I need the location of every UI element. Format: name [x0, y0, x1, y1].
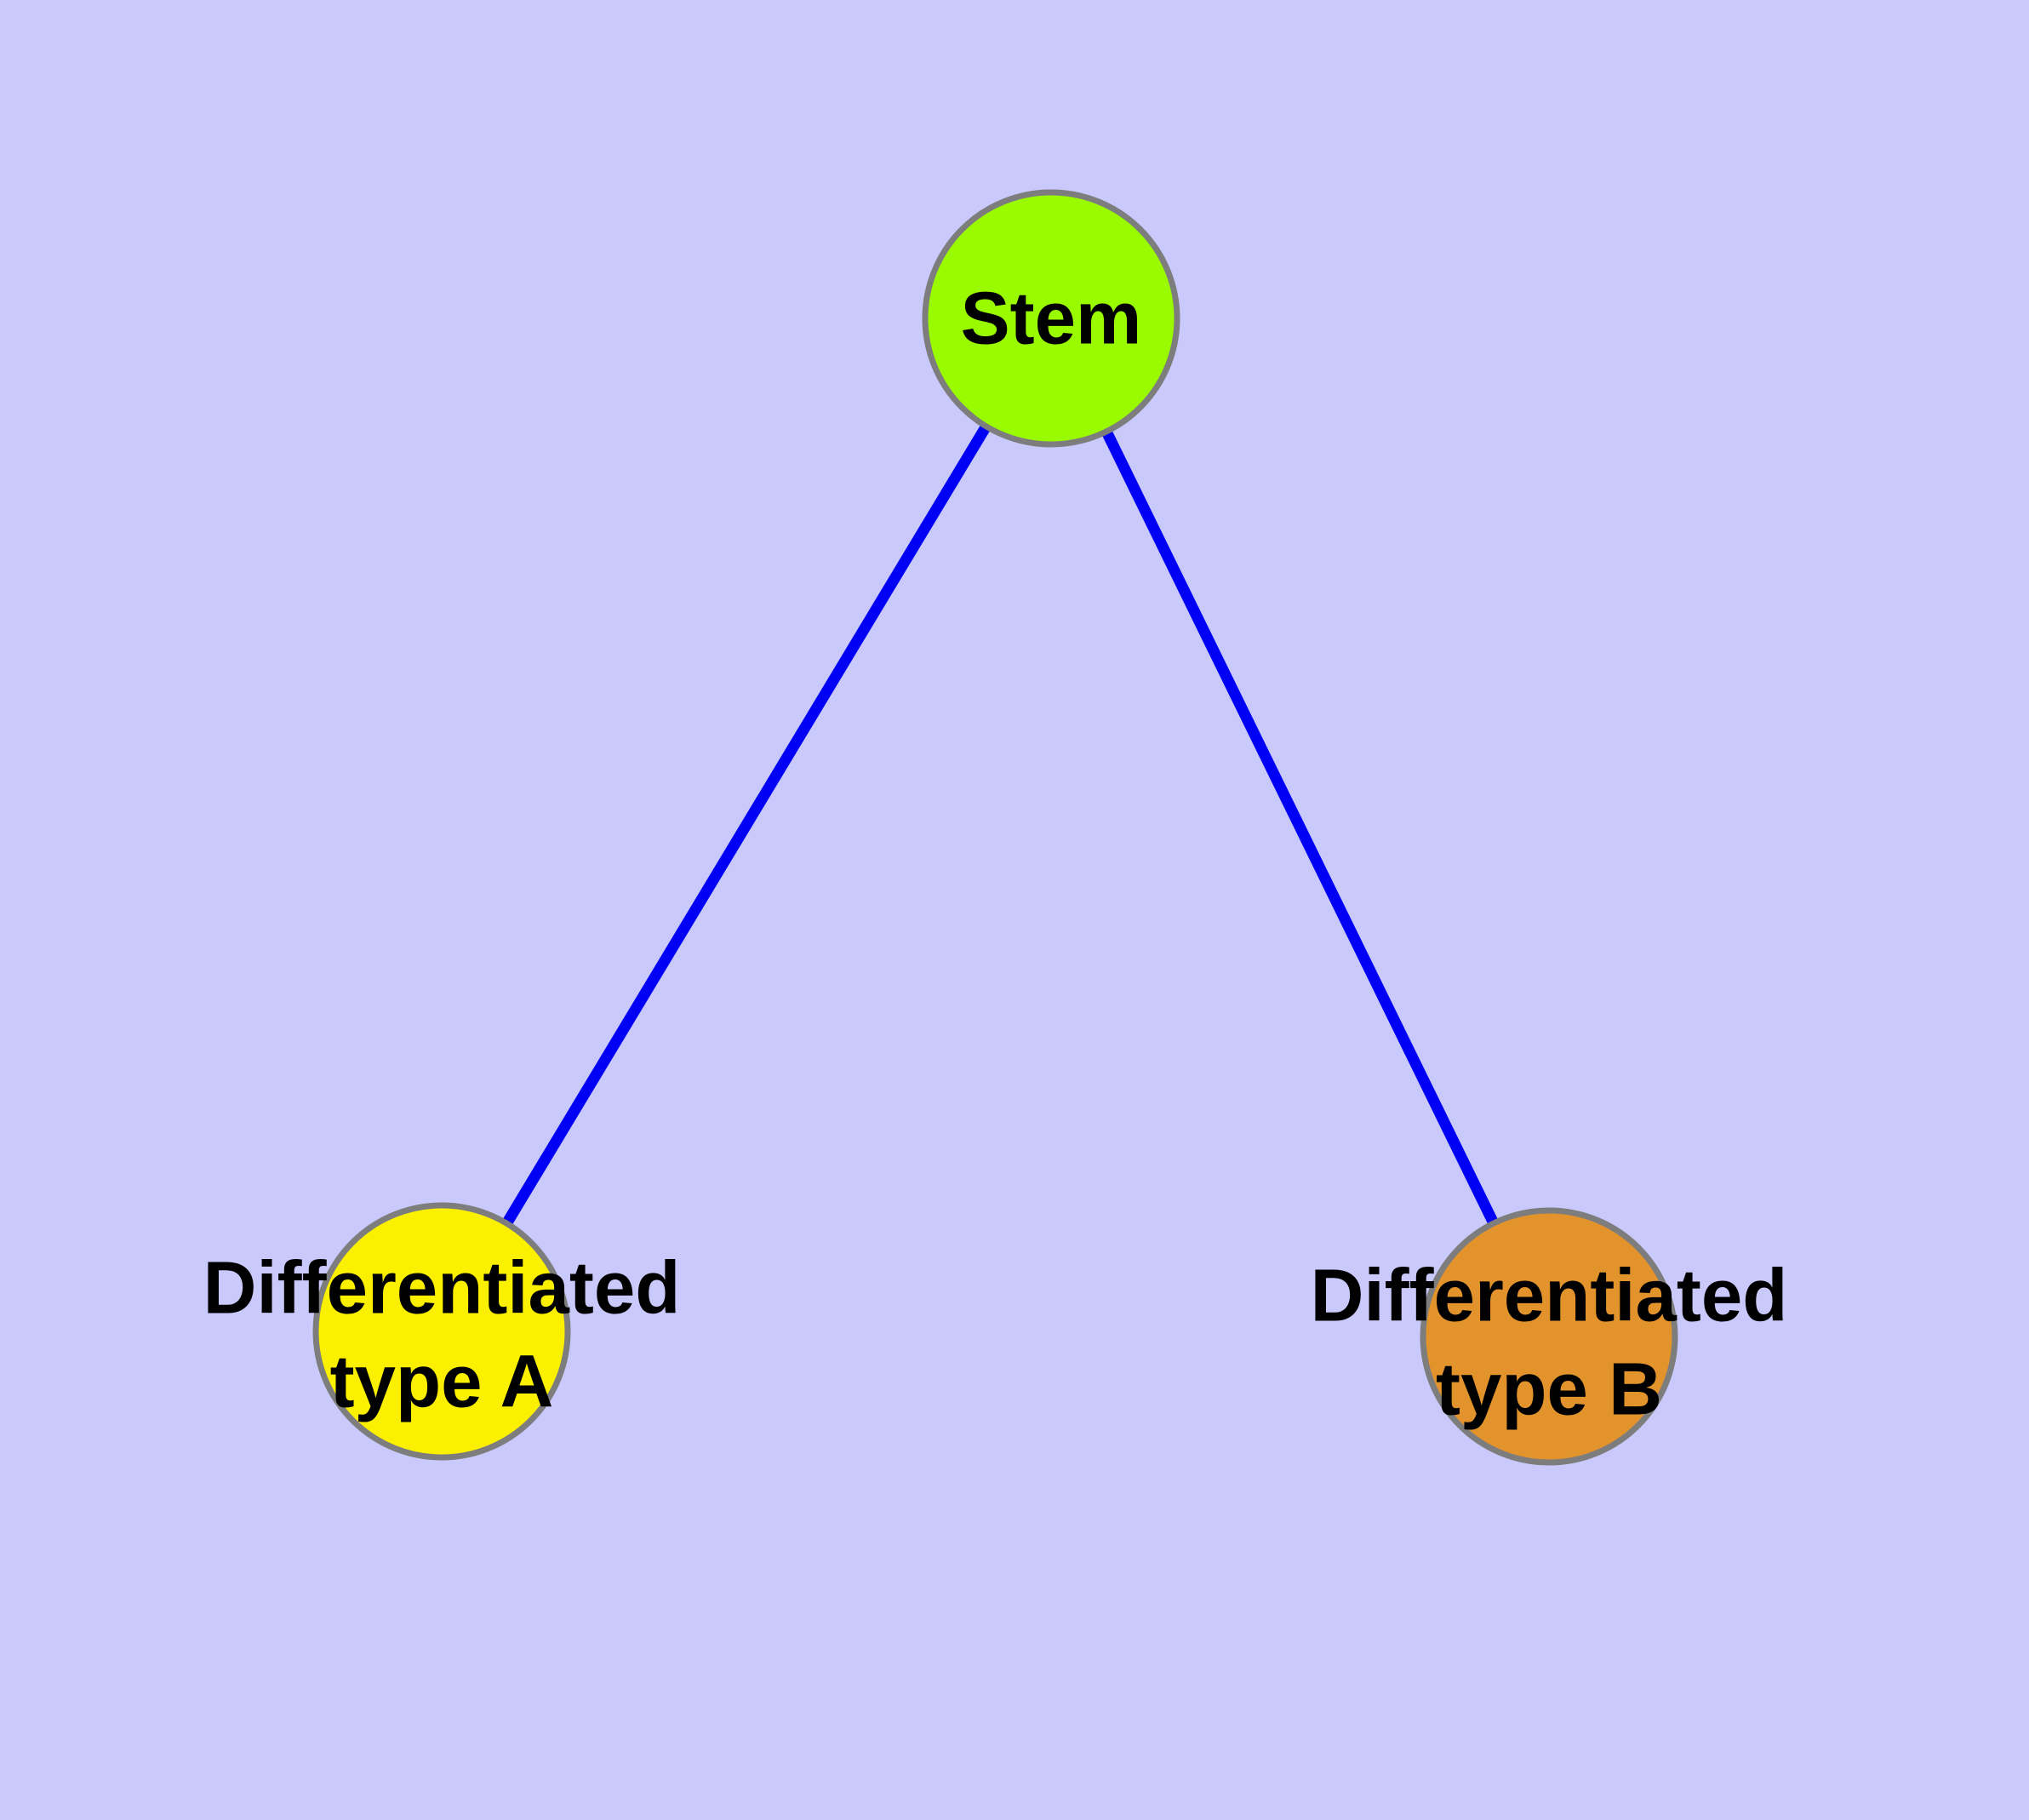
- node-differentiated-type-b: Differentiated type B: [1311, 1207, 1788, 1466]
- edge-stem-to-type-b: [1046, 316, 1554, 1339]
- edge-stem-to-type-a: [437, 315, 1056, 1335]
- node-type-b-circle: [1420, 1207, 1678, 1466]
- node-stem: Stem: [922, 189, 1180, 448]
- node-stem-circle: [922, 189, 1180, 448]
- node-type-a-label-line2: type A: [330, 1341, 554, 1423]
- node-type-a-label-line1: Differentiated: [203, 1247, 681, 1330]
- edge-group: [437, 315, 1554, 1339]
- node-differentiated-type-a: Differentiated type A: [203, 1202, 681, 1461]
- node-stem-label: Stem: [961, 278, 1142, 360]
- node-type-b-label-line2: type B: [1436, 1348, 1662, 1431]
- node-type-a-circle: [312, 1202, 571, 1461]
- node-type-b-label-line1: Differentiated: [1311, 1255, 1788, 1337]
